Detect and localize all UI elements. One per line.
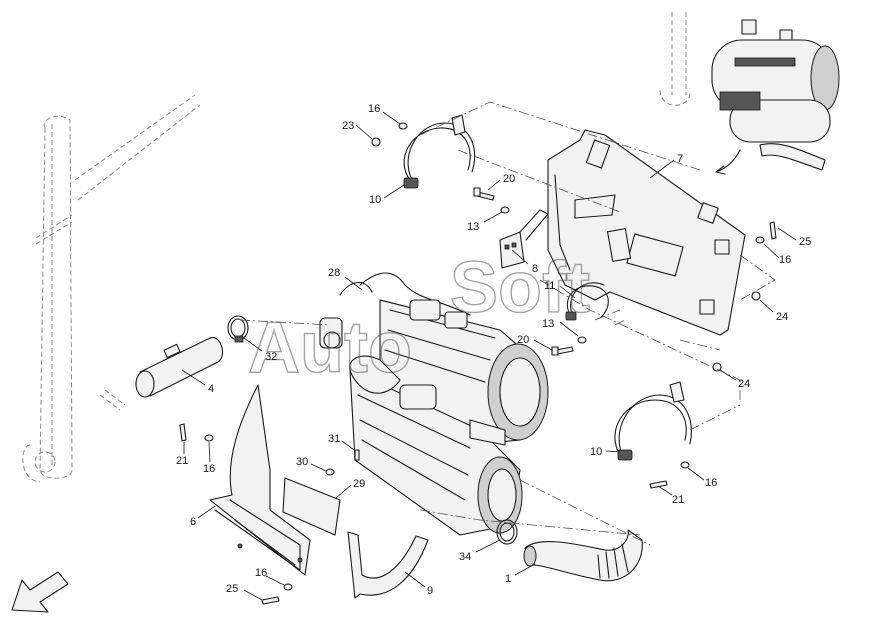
ghost-vertical-pipe: [659, 12, 691, 106]
aftertreatment-unit: [319, 272, 549, 536]
assembly-guide-lines: [239, 101, 776, 546]
callout-16-bottom: 16: [705, 477, 717, 489]
fasteners: [179, 122, 777, 605]
callout-16-right: 16: [779, 254, 791, 266]
bracket-plate: [547, 129, 746, 336]
watermark: Auto Soft: [247, 247, 590, 388]
clamp-bottom: [614, 381, 692, 461]
direction-arrow-icon: [11, 571, 69, 613]
callout-4: 4: [208, 383, 214, 395]
callout-32: 32: [265, 351, 277, 363]
heat-shield: [209, 384, 311, 576]
watermark-word-1: Auto: [248, 308, 412, 388]
callout-25-base: 25: [226, 583, 238, 595]
clamp-small-11: [565, 282, 609, 321]
callout-13-top: 13: [467, 221, 479, 233]
callout-16-base: 16: [255, 567, 267, 579]
callout-25-right: 25: [799, 236, 811, 248]
support-bracket: [347, 531, 429, 599]
callout-9: 9: [427, 585, 433, 597]
tube-clamp: [227, 315, 249, 343]
callout-7: 7: [677, 153, 683, 165]
inlet-tube: [135, 337, 224, 398]
callout-30: 30: [296, 456, 308, 468]
callout-24-lower: 24: [738, 378, 750, 390]
ghost-exhaust-stack: [22, 94, 201, 483]
callout-16-top: 16: [368, 103, 380, 115]
watermark-word-2: Soft: [450, 248, 590, 328]
callout-16-left: 16: [203, 463, 215, 475]
callout-29: 29: [353, 478, 365, 490]
leader-lines: [181, 111, 797, 601]
inset-assembly-view: [711, 19, 840, 175]
hose-clamp: [496, 519, 518, 545]
cover-plate: [282, 477, 341, 536]
clamp-top: [403, 114, 476, 189]
callout-20-top: 20: [503, 173, 515, 185]
callout-21-bottom: 21: [672, 494, 684, 506]
callout-21-left: 21: [176, 455, 188, 467]
callout-1: 1: [505, 573, 511, 585]
callout-31: 31: [328, 433, 340, 445]
callout-11: 11: [544, 280, 555, 292]
callout-34: 34: [459, 551, 471, 563]
small-bracket: [499, 209, 549, 269]
callout-28: 28: [328, 267, 340, 279]
outlet-pipe: [523, 529, 643, 582]
callout-8: 8: [532, 263, 538, 275]
callout-10-top: 10: [369, 194, 381, 206]
callout-24-upper: 24: [776, 311, 788, 323]
callout-20-mid: 20: [517, 334, 529, 346]
callout-13-mid: 13: [542, 318, 554, 330]
callout-23: 23: [342, 120, 354, 132]
callout-10-bottom: 10: [590, 446, 602, 458]
callout-labels: 16 23 10 20 13 8 7 25 16 11 13 24 20 24 …: [176, 103, 811, 597]
callout-6: 6: [190, 516, 196, 528]
